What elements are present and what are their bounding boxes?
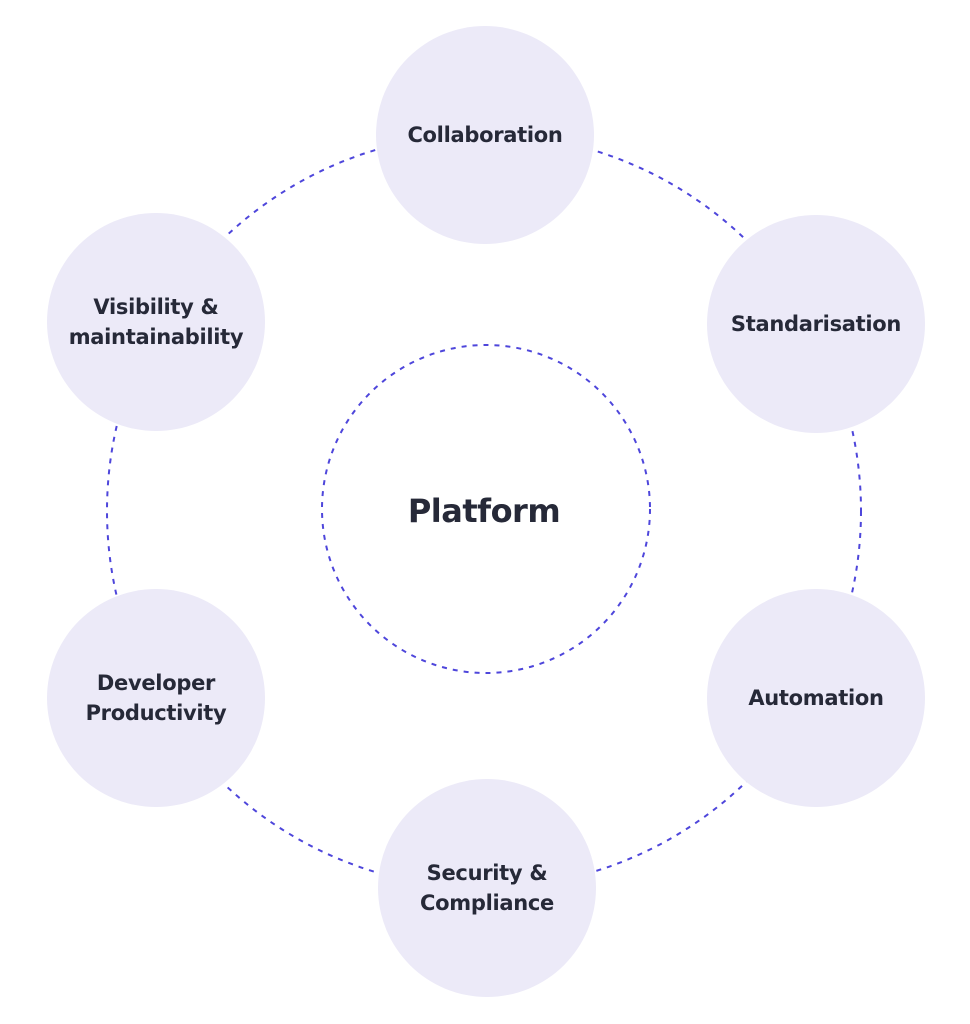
- node-security-compliance: Security & Compliance: [378, 779, 596, 997]
- node-visibility-maintainability-label: Visibility & maintainability: [68, 294, 244, 349]
- node-developer-productivity-label: Developer Productivity: [85, 670, 227, 725]
- node-visibility-maintainability: Visibility & maintainability: [47, 213, 265, 431]
- inner-dashed-ring: [321, 344, 651, 674]
- node-developer-productivity: Developer Productivity: [47, 589, 265, 807]
- node-collaboration-label: Collaboration: [407, 122, 563, 147]
- node-automation-label: Automation: [748, 685, 884, 710]
- node-collaboration: Collaboration: [376, 26, 594, 244]
- node-security-compliance-label: Security & Compliance: [420, 860, 554, 915]
- center-platform-label: Platform: [407, 492, 561, 530]
- node-standarisation-label: Standarisation: [730, 311, 902, 336]
- node-standarisation: Standarisation: [707, 215, 925, 433]
- node-automation: Automation: [707, 589, 925, 807]
